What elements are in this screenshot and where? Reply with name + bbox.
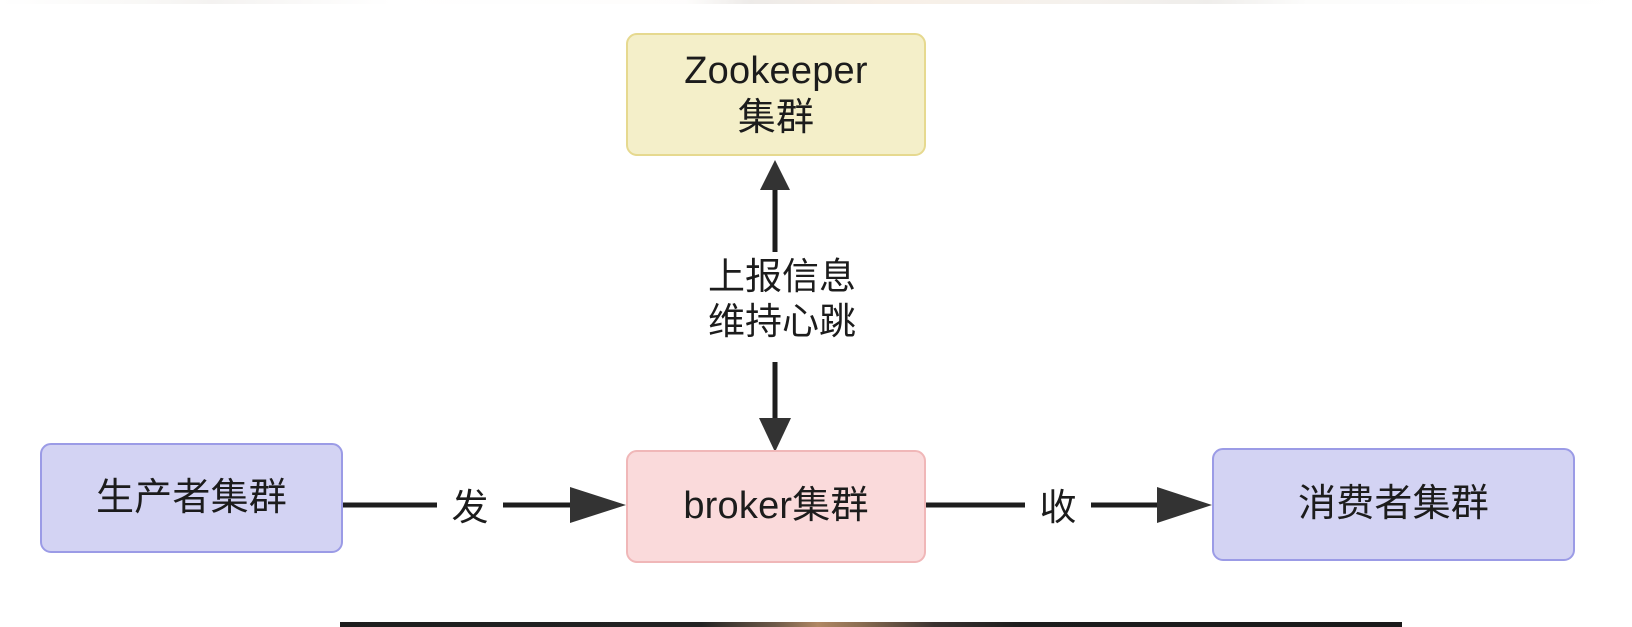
node-producer[interactable]: 生产者集群 [40, 443, 343, 553]
edge-broker-to-zookeeper [760, 160, 790, 253]
edge-zookeeper-to-broker [759, 362, 791, 452]
node-zookeeper[interactable]: Zookeeper 集群 [626, 33, 926, 156]
top-edge-band [0, 0, 1632, 4]
node-consumer[interactable]: 消费者集群 [1212, 448, 1575, 561]
edge-label-receive: 收 [1025, 484, 1091, 532]
node-broker[interactable]: broker集群 [626, 450, 926, 563]
edge-label-heartbeat: 上报信息 维持心跳 [663, 252, 901, 347]
edge-label-send: 发 [437, 484, 503, 532]
horizontal-scrollbar-thumb[interactable] [340, 622, 1402, 627]
horizontal-scrollbar-track[interactable] [0, 619, 1632, 627]
